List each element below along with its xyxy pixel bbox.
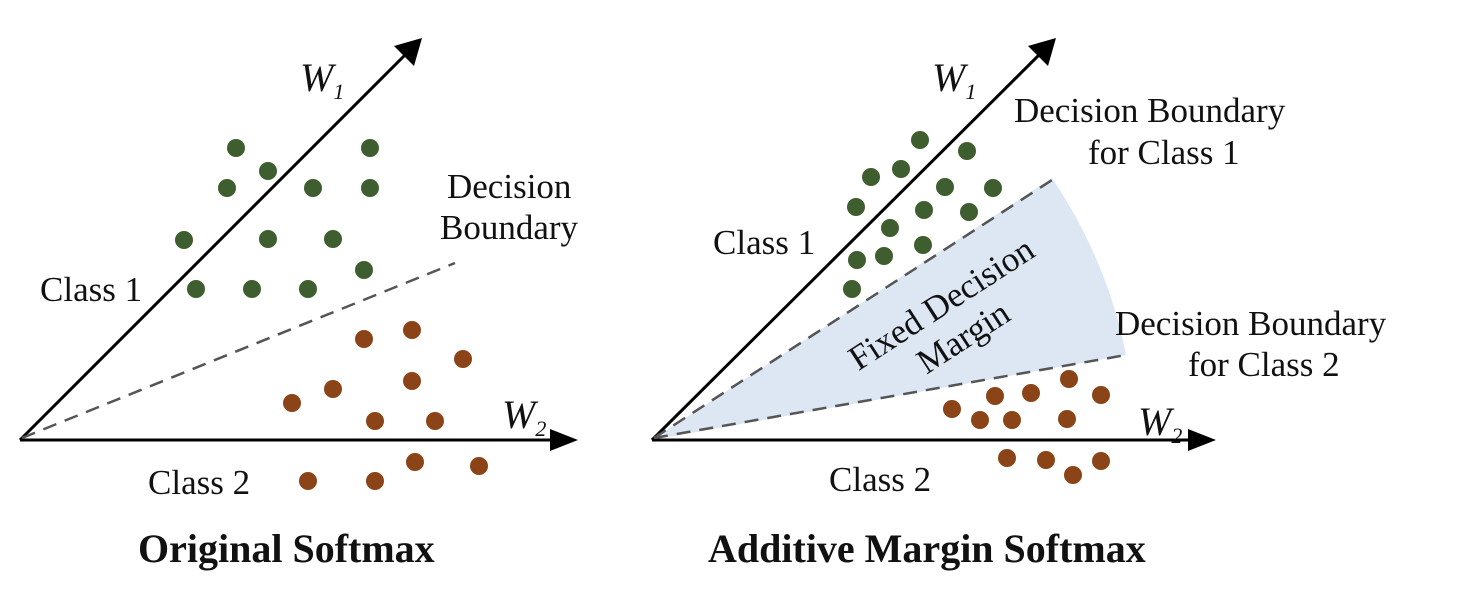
right-class2-points <box>943 370 1110 484</box>
class2-point <box>986 387 1004 405</box>
left-class1-points <box>175 139 379 298</box>
right-class2-label: Class 2 <box>829 460 931 499</box>
class2-point <box>1003 411 1021 429</box>
left-boundary-label-line2: Boundary <box>440 208 579 247</box>
class1-point <box>911 131 929 149</box>
class2-point <box>1058 410 1076 428</box>
class2-boundary-label-line1: Decision Boundary <box>1115 304 1387 343</box>
left-w1-axis <box>18 48 412 442</box>
class1-point <box>847 198 865 216</box>
class1-point <box>848 251 866 269</box>
class2-decision-boundary-line <box>653 353 1127 440</box>
class2-point <box>998 449 1016 467</box>
class1-point <box>187 280 205 298</box>
left-panel: W1 W2 Class 1 Class 2 Decision Boundary … <box>18 38 579 571</box>
class1-decision-boundary-line <box>653 178 1053 440</box>
left-class1-label: Class 1 <box>40 270 142 309</box>
class1-boundary-label-line1: Decision Boundary <box>1014 91 1286 130</box>
fixed-decision-margin-region <box>652 178 1126 440</box>
class2-point <box>324 380 342 398</box>
left-w2-label: W2 <box>502 392 546 441</box>
class1-point <box>361 179 379 197</box>
right-w1-arrowhead <box>1028 38 1056 66</box>
left-panel-title: Original Softmax <box>138 526 435 571</box>
right-panel: Fixed Decision Margin W1 W2 Class 1 Clas… <box>650 38 1387 571</box>
class1-point <box>862 168 880 186</box>
class2-point <box>366 472 384 490</box>
class2-point <box>1037 451 1055 469</box>
left-w1-label: W1 <box>300 55 344 104</box>
class1-point <box>218 179 236 197</box>
class1-point <box>175 231 193 249</box>
class2-point <box>971 411 989 429</box>
class2-point <box>366 412 384 430</box>
left-class2-points <box>283 321 488 490</box>
class2-point <box>470 457 488 475</box>
class1-point <box>259 162 277 180</box>
class2-point <box>1060 370 1078 388</box>
class1-point <box>915 201 933 219</box>
class1-point <box>881 219 899 237</box>
right-class1-points <box>843 131 1002 298</box>
left-decision-boundary-line <box>21 261 456 440</box>
class2-point <box>1022 384 1040 402</box>
class1-boundary-label-line2: for Class 1 <box>1088 133 1240 172</box>
class1-point <box>958 142 976 160</box>
left-w2-arrowhead <box>550 429 578 451</box>
class1-point <box>843 280 861 298</box>
left-class2-label: Class 2 <box>148 463 250 502</box>
right-w1-axis <box>650 48 1046 442</box>
class2-point <box>406 453 424 471</box>
class1-point <box>984 179 1002 197</box>
class1-point <box>892 160 910 178</box>
right-w1-label: W1 <box>932 55 976 104</box>
right-panel-title: Additive Margin Softmax <box>708 526 1146 571</box>
right-class1-label: Class 1 <box>713 223 815 262</box>
class2-point <box>299 472 317 490</box>
class2-point <box>943 400 961 418</box>
class2-point <box>403 372 421 390</box>
class1-point <box>304 179 322 197</box>
class1-point <box>299 280 317 298</box>
class2-point <box>1092 386 1110 404</box>
class1-point <box>875 247 893 265</box>
class1-point <box>227 139 245 157</box>
class1-point <box>243 280 261 298</box>
class1-point <box>960 203 978 221</box>
class1-point <box>361 139 379 157</box>
class2-point <box>426 412 444 430</box>
class1-point <box>324 230 342 248</box>
class2-point <box>283 394 301 412</box>
class1-point <box>936 178 954 196</box>
class2-point <box>454 350 472 368</box>
class2-point <box>1092 452 1110 470</box>
right-w2-label: W2 <box>1138 399 1182 448</box>
left-boundary-label-line1: Decision <box>447 167 571 206</box>
class2-boundary-label-line2: for Class 2 <box>1188 345 1340 384</box>
class2-point <box>1064 466 1082 484</box>
right-w2-arrowhead <box>1188 429 1216 451</box>
class2-point <box>355 330 373 348</box>
class1-point <box>355 261 373 279</box>
class2-point <box>403 321 421 339</box>
class1-point <box>914 236 932 254</box>
class1-point <box>259 230 277 248</box>
left-w1-arrowhead <box>394 38 422 66</box>
